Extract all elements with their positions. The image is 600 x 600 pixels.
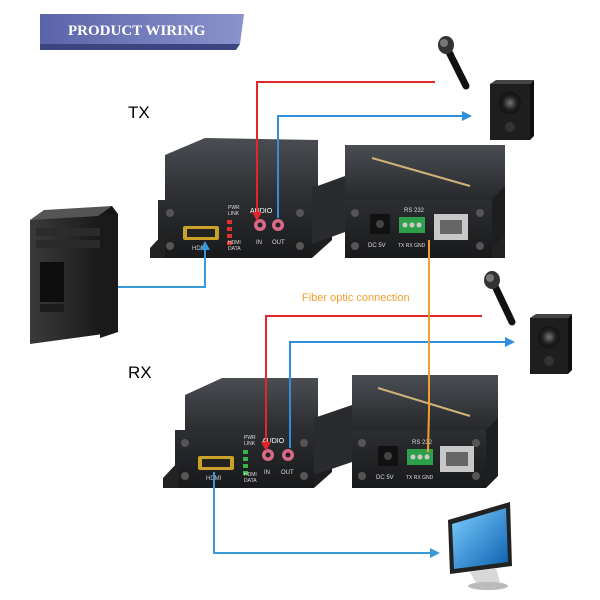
- rx-audio-in-cable: [265, 315, 482, 444]
- microphone-icon: [484, 271, 516, 326]
- monitor-icon: [448, 502, 512, 590]
- screw-icon: [181, 472, 189, 480]
- led-icon: [243, 450, 248, 454]
- screw-icon: [358, 439, 366, 447]
- arrow-icon: [462, 111, 472, 121]
- screw-icon: [351, 242, 359, 250]
- arrow-icon: [505, 337, 515, 347]
- screw-icon: [358, 472, 366, 480]
- hdmi-port-label: HDMI: [192, 246, 208, 252]
- fiber-cable: [427, 240, 430, 453]
- hdmi-led-label: HDMI: [228, 240, 241, 246]
- out-label: OUT: [272, 240, 285, 246]
- led-icon: [243, 464, 248, 468]
- rx-unit: HDMI PWR LINK HDMI DATA AUDIO IN OUT: [163, 375, 498, 488]
- speaker-icon: [490, 80, 534, 140]
- dc-label: DC 5V: [368, 243, 386, 249]
- screw-icon: [166, 242, 174, 250]
- screw-icon: [181, 439, 189, 447]
- audio-label: AUDIO: [250, 208, 273, 215]
- arrow-icon: [430, 548, 440, 558]
- fiber-label: Fiber optic connection: [302, 292, 410, 304]
- led-icon: [227, 227, 232, 231]
- arrow-icon: [261, 442, 271, 451]
- banner-title: PRODUCT WIRING: [68, 23, 206, 39]
- tx-audio-in-cable: [256, 81, 435, 214]
- tx-back-box: DC 5V RS 232 TX RX GND: [345, 145, 505, 258]
- dc-label: DC 5V: [376, 475, 394, 481]
- tx-front-box: HDMI PWR LINK HDMI DATA AUDIO IN OUT: [150, 138, 332, 258]
- txrxgnd-label: TX RX GND: [398, 243, 426, 249]
- data-led-label: DATA: [228, 246, 241, 252]
- screw-icon: [472, 472, 480, 480]
- cables: [118, 81, 515, 558]
- led-icon: [227, 220, 232, 224]
- tx-audio-out-cable: [277, 115, 462, 218]
- arrow-icon: [200, 241, 210, 250]
- screw-icon: [351, 209, 359, 217]
- pwr-label: PWR: [228, 205, 240, 211]
- screw-icon: [296, 209, 304, 217]
- rx-audio-out-cable: [289, 341, 505, 448]
- screw-icon: [300, 439, 308, 447]
- out-label: OUT: [281, 470, 294, 476]
- arrow-icon: [252, 212, 262, 221]
- link-label: LINK: [228, 211, 240, 217]
- screw-icon: [472, 439, 480, 447]
- rs232-label: RS 232: [404, 208, 425, 214]
- tx-label: TX: [128, 103, 150, 122]
- product-wiring-banner: PRODUCT WIRING: [40, 14, 244, 50]
- rx-back-box: DC 5V RS 232 TX RX GND: [352, 375, 498, 488]
- screw-icon: [476, 209, 484, 217]
- led-icon: [243, 471, 248, 475]
- hdmi-led-label: HDMI: [244, 472, 257, 478]
- rx-hdmi-cable: [213, 472, 430, 554]
- led-icon: [227, 241, 232, 245]
- microphone-icon: [438, 36, 470, 90]
- screw-icon: [166, 209, 174, 217]
- in-label: IN: [256, 240, 262, 246]
- speaker-icon: [530, 314, 572, 374]
- computer-tower-icon: [30, 206, 118, 344]
- in-label: IN: [264, 470, 270, 476]
- screw-icon: [476, 242, 484, 250]
- led-icon: [227, 234, 232, 238]
- screw-icon: [296, 242, 304, 250]
- rs232-label: RS 232: [412, 440, 433, 446]
- link-label: LINK: [244, 441, 256, 447]
- rx-label: RX: [128, 363, 152, 382]
- data-led-label: DATA: [244, 478, 257, 484]
- tx-unit: HDMI PWR LINK HDMI DATA AUDIO IN OUT: [150, 138, 505, 258]
- pwr-label: PWR: [244, 435, 256, 441]
- led-icon: [243, 457, 248, 461]
- rx-front-box: HDMI PWR LINK HDMI DATA AUDIO IN OUT: [163, 378, 332, 488]
- tx-hdmi-cable: [118, 248, 206, 288]
- audio-label: AUDIO: [262, 438, 285, 445]
- screw-icon: [300, 472, 308, 480]
- txrxgnd-label: TX RX GND: [406, 475, 434, 481]
